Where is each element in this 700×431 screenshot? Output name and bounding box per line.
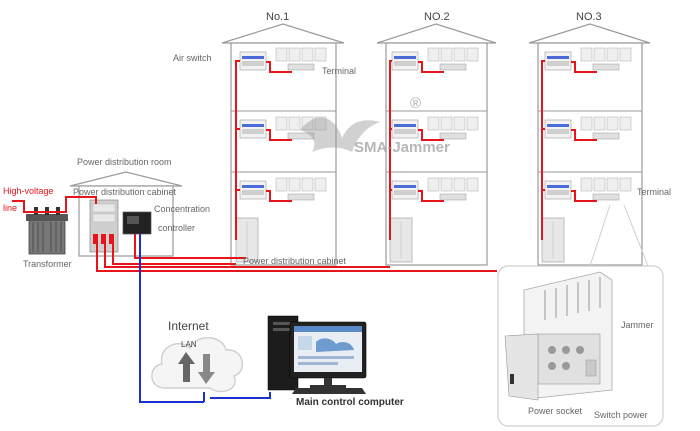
building-no3-label: NO.3 bbox=[576, 11, 602, 23]
concentration-label-2: controller bbox=[158, 223, 195, 233]
power-lines bbox=[12, 60, 597, 272]
jammer-callout bbox=[497, 204, 664, 427]
registered-mark: ® bbox=[410, 95, 421, 112]
building-no2: NO.2 bbox=[376, 11, 497, 266]
transformer bbox=[26, 207, 68, 255]
jammer-label: Jammer bbox=[621, 320, 654, 330]
lan-label: LAN bbox=[181, 340, 197, 349]
terminal-label-right: Terminal bbox=[637, 187, 671, 197]
network-line bbox=[139, 234, 271, 403]
building-no3: NO.3 bbox=[528, 11, 651, 266]
power-distribution-room-label: Power distribution room bbox=[77, 157, 172, 167]
bottom-cabinet-label: Power distribution cabinet bbox=[243, 256, 347, 266]
main-control-computer-label: Main control computer bbox=[296, 397, 404, 408]
power-distribution-room bbox=[69, 171, 183, 257]
download-arrow-icon bbox=[198, 354, 215, 384]
building-no1: No.1 bbox=[221, 11, 345, 266]
watermark-logo-icon bbox=[300, 117, 380, 152]
high-voltage-label-1: High-voltage bbox=[3, 186, 54, 196]
terminal-label-top: Terminal bbox=[322, 66, 356, 76]
room-cabinet-label: Power distribution cabinet bbox=[73, 187, 177, 197]
building-no1-label: No.1 bbox=[266, 11, 289, 23]
internet-label: Internet bbox=[168, 319, 209, 333]
power-socket-label: Power socket bbox=[528, 406, 583, 416]
watermark-text: SMA-Jammer bbox=[354, 139, 450, 156]
main-control-computer bbox=[267, 315, 367, 394]
high-voltage-label-2: line bbox=[3, 203, 17, 213]
building-no2-label: NO.2 bbox=[424, 11, 450, 23]
air-switch-label: Air switch bbox=[173, 53, 212, 63]
switch-power-label: Switch power bbox=[594, 410, 648, 420]
upload-arrow-icon bbox=[178, 352, 195, 382]
concentration-label-1: Concentration bbox=[154, 204, 210, 214]
internet-cloud bbox=[151, 337, 244, 393]
transformer-label: Transformer bbox=[23, 259, 72, 269]
